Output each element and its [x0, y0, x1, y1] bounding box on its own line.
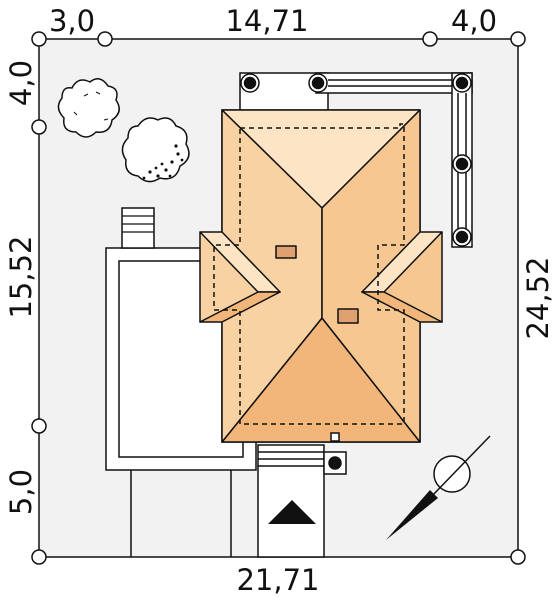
- dim-bottom: 21,71: [236, 563, 319, 597]
- dim-top-middle: 14,71: [225, 4, 308, 38]
- dim-top-left: 3,0: [49, 4, 95, 38]
- roof-vent: [337, 308, 359, 324]
- terrace-pergola: [239, 72, 473, 248]
- dimension-markers: [31, 31, 526, 565]
- dim-top-right: 4,0: [451, 4, 497, 38]
- entrance-triangle-icon: [268, 500, 316, 524]
- compass-arrow-icon: [386, 435, 491, 540]
- roof-vent: [275, 245, 297, 259]
- tree-icon: [121, 117, 190, 183]
- tree-icon: [57, 78, 120, 138]
- chimney: [121, 207, 155, 249]
- dim-left-bottom: 5,0: [4, 469, 38, 515]
- driveway: [130, 470, 232, 557]
- dim-left-top: 4,0: [4, 60, 38, 106]
- house-roof: [199, 109, 443, 443]
- dim-left-middle: 15,52: [4, 235, 38, 318]
- dim-right: 24,52: [521, 256, 555, 339]
- wall-outline: [213, 123, 405, 425]
